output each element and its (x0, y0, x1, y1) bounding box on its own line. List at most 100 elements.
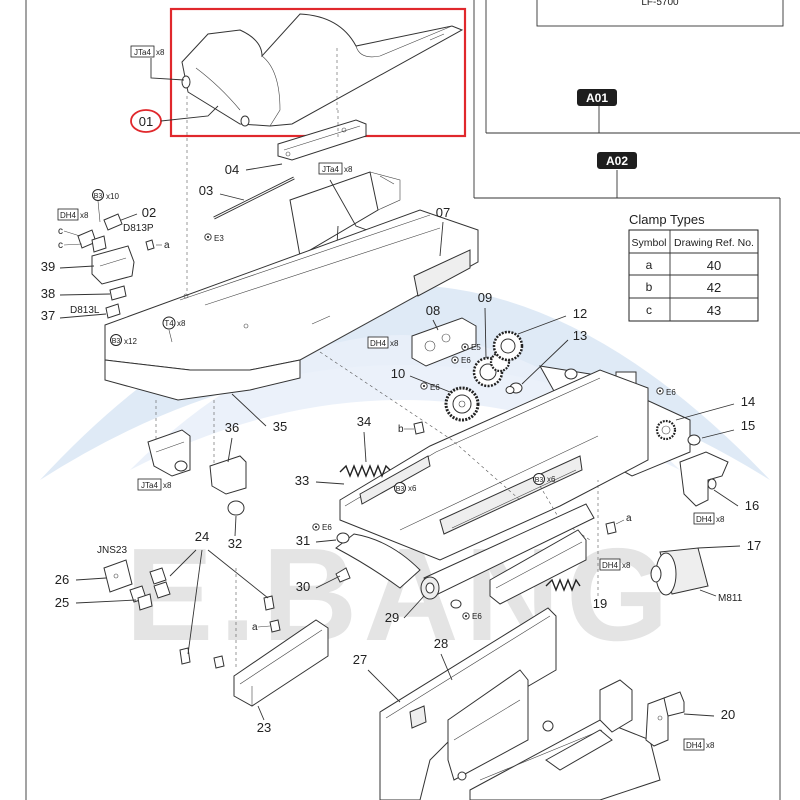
fastener-qty: x8 (390, 339, 399, 348)
part-number-16: 16 (745, 498, 759, 513)
part-03-shaft (213, 176, 295, 220)
clamp-mark-c: c (58, 240, 63, 251)
fastener-tag-dh4-label: DH4 (602, 561, 619, 570)
part-number-19: 19 (593, 596, 607, 611)
part-number-17: 17 (747, 538, 761, 553)
fastener-tag-jta4-label: JTa4 (141, 481, 158, 490)
fastener-tag-dh4 (683, 738, 705, 751)
part-02-sensor (77, 213, 123, 253)
part-number-12: 12 (573, 306, 587, 321)
part-17-motor (650, 547, 717, 597)
part-number-29: 29 (385, 610, 399, 625)
fastener-tag-dh4-label: DH4 (686, 741, 703, 750)
ring-label-e6: E6 (666, 388, 676, 397)
fastener-tag-jta4 (137, 478, 162, 491)
fastener-tag-dh4-label: DH4 (370, 339, 387, 348)
part-39-bracket (91, 245, 135, 285)
part-08-bracket (411, 317, 477, 367)
part-15-bushing (687, 434, 701, 446)
part-number-37: 37 (41, 308, 55, 323)
clamp-table-col-ref: Drawing Ref. No. (674, 237, 754, 249)
part-number-34: 34 (357, 414, 371, 429)
screw-tag-t4: T4 (164, 319, 174, 328)
fastener-tag-dh4-label: DH4 (696, 515, 713, 524)
part-26-board (103, 559, 171, 611)
diagram-frames (25, 0, 800, 800)
clamp-mark-b: b (398, 424, 404, 435)
part-23-bracket (179, 595, 329, 707)
part-33-frame (339, 369, 649, 561)
screw-tag-b3: B3 (92, 189, 104, 201)
clamp-mark-a: a (164, 240, 170, 251)
part-28-base-frame (379, 607, 661, 800)
fastener-qty: x8 (716, 515, 725, 524)
assembly-tag-a01: A01 (577, 89, 617, 106)
part-13-bushing (505, 382, 523, 394)
screw-tag-b3: B3 (394, 482, 406, 494)
clamp-row-symbol: b (646, 280, 653, 294)
screw-tag-b3-label: B3 (94, 193, 103, 200)
fastener-qty: x8 (706, 741, 715, 750)
part-09-gear (472, 351, 511, 388)
fastener-qty: x10 (106, 192, 119, 201)
fastener-tag-jta4-label: JTa4 (322, 165, 339, 174)
part-number-14: 14 (741, 394, 755, 409)
fastener-tag-dh4 (57, 208, 79, 221)
part-number-23: 23 (257, 720, 271, 735)
model-name-fragment: LF-5700 (641, 0, 679, 8)
part-number-08: 08 (426, 303, 440, 318)
component-d813l: D813L (70, 305, 100, 316)
ring-label-e3: E3 (214, 234, 224, 243)
ring-label-e6: E6 (461, 356, 471, 365)
part-number-31: 31 (296, 533, 310, 548)
fastener-tag-jta4 (318, 162, 343, 175)
assembly-tag-a02-label: A02 (606, 154, 628, 168)
component-jns23: JNS23 (97, 545, 127, 556)
assembly-tag-a01-label: A01 (586, 91, 608, 105)
part-number-10: 10 (391, 366, 405, 381)
part-number-02: 02 (142, 205, 156, 220)
part-12-gear (492, 330, 524, 362)
ring-label-e6: E6 (472, 612, 482, 621)
part-number-04: 04 (225, 162, 239, 177)
part-number-13: 13 (573, 328, 587, 343)
clamp-table-title: Clamp Types (629, 212, 705, 227)
part-number-20: 20 (721, 707, 735, 722)
clamp-a (145, 239, 155, 251)
part-10-gear (444, 386, 480, 422)
clamp-mark-c: c (58, 226, 63, 237)
part-number-33: 33 (295, 473, 309, 488)
screw-tag-b3-label: B3 (396, 486, 405, 493)
part-number-25: 25 (55, 595, 69, 610)
part-number-36: 36 (225, 420, 239, 435)
fastener-qty: x8 (177, 319, 186, 328)
component-m811: M811 (718, 593, 743, 604)
ring-label-e6: E6 (322, 523, 332, 532)
part-number-24: 24 (195, 529, 209, 544)
fastener-qty: x12 (124, 337, 137, 346)
fastener-tag-dh4 (693, 512, 715, 525)
part-16-bracket (679, 451, 729, 507)
screw-tag-b3: B3 (110, 334, 122, 346)
part-19-frame (489, 529, 587, 605)
screw-tag-b3-label: B3 (535, 477, 544, 484)
assembly-tag-a02: A02 (597, 152, 637, 169)
clamp-row-symbol: c (646, 303, 652, 317)
part-37-sensor (105, 303, 121, 319)
part-number-01: 01 (139, 114, 153, 129)
part-30-guide (335, 533, 421, 589)
fastener-tag-jta4-label: JTa4 (134, 48, 151, 57)
part-number-26: 26 (55, 572, 69, 587)
fastener-tag-dh4 (367, 336, 389, 349)
fastener-qty: x8 (344, 165, 353, 174)
part-number-15: 15 (741, 418, 755, 433)
part-36-bracket (147, 429, 247, 516)
fastener-qty: x8 (622, 561, 631, 570)
fastener-qty: x6 (408, 484, 417, 493)
part-29-roller (420, 503, 595, 609)
screw-tag-b3: B3 (533, 473, 545, 485)
clamp-mark-a: a (252, 622, 258, 633)
part-number-28: 28 (434, 636, 448, 651)
fastener-tag-dh4-label: DH4 (60, 211, 77, 220)
